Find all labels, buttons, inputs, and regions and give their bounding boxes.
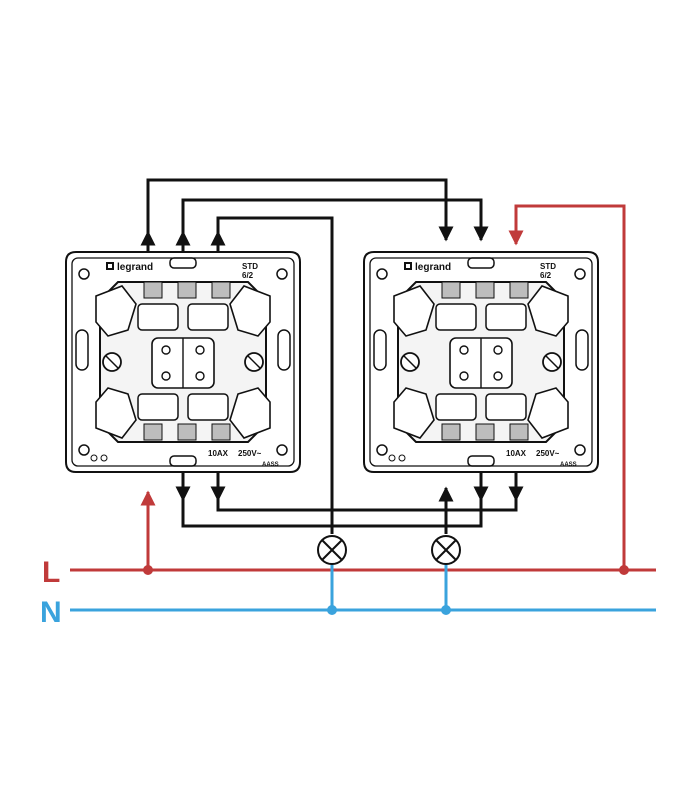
bottom-traveller-outer — [181, 480, 483, 528]
neutral-junction-lamp1 — [327, 605, 337, 615]
bottom-traveller-inner — [216, 480, 518, 512]
neutral-wiring — [70, 564, 656, 612]
switch-right-current: 10AX — [506, 449, 527, 458]
switch-left-voltage: 250V~ — [238, 449, 262, 458]
switch-right-voltage: 250V~ — [536, 449, 560, 458]
live-feed-right-switch — [508, 204, 626, 570]
switch-left-model-top: STD — [242, 262, 258, 271]
live-junction-left — [143, 565, 153, 575]
live-wiring — [70, 204, 656, 572]
neutral-junction-lamp2 — [441, 605, 451, 615]
traveller-wire-1 — [146, 178, 454, 242]
switch-right: legrand STD 6/2 10AX 250V~ AASS — [363, 251, 599, 473]
switch-left: legrand STD 6/2 10AX 250V~ AASS — [65, 251, 301, 473]
neutral-line-label: N — [40, 596, 62, 629]
live-junction-right — [619, 565, 629, 575]
switch-left-code: AASS — [262, 462, 279, 468]
lamp-2-icon — [431, 535, 461, 565]
switch-right-model-bottom: 6/2 — [540, 271, 552, 280]
switch-right-model-top: STD — [540, 262, 556, 271]
switch-right-brand: legrand — [415, 262, 451, 273]
switch-left-brand: legrand — [117, 262, 153, 273]
traveller-wire-2 — [181, 198, 489, 260]
live-line-label: L — [42, 556, 60, 589]
switch-left-current: 10AX — [208, 449, 229, 458]
switch-right-code: AASS — [560, 462, 577, 468]
switch-left-model-bottom: 6/2 — [242, 271, 254, 280]
lamp-1-icon — [317, 535, 347, 565]
